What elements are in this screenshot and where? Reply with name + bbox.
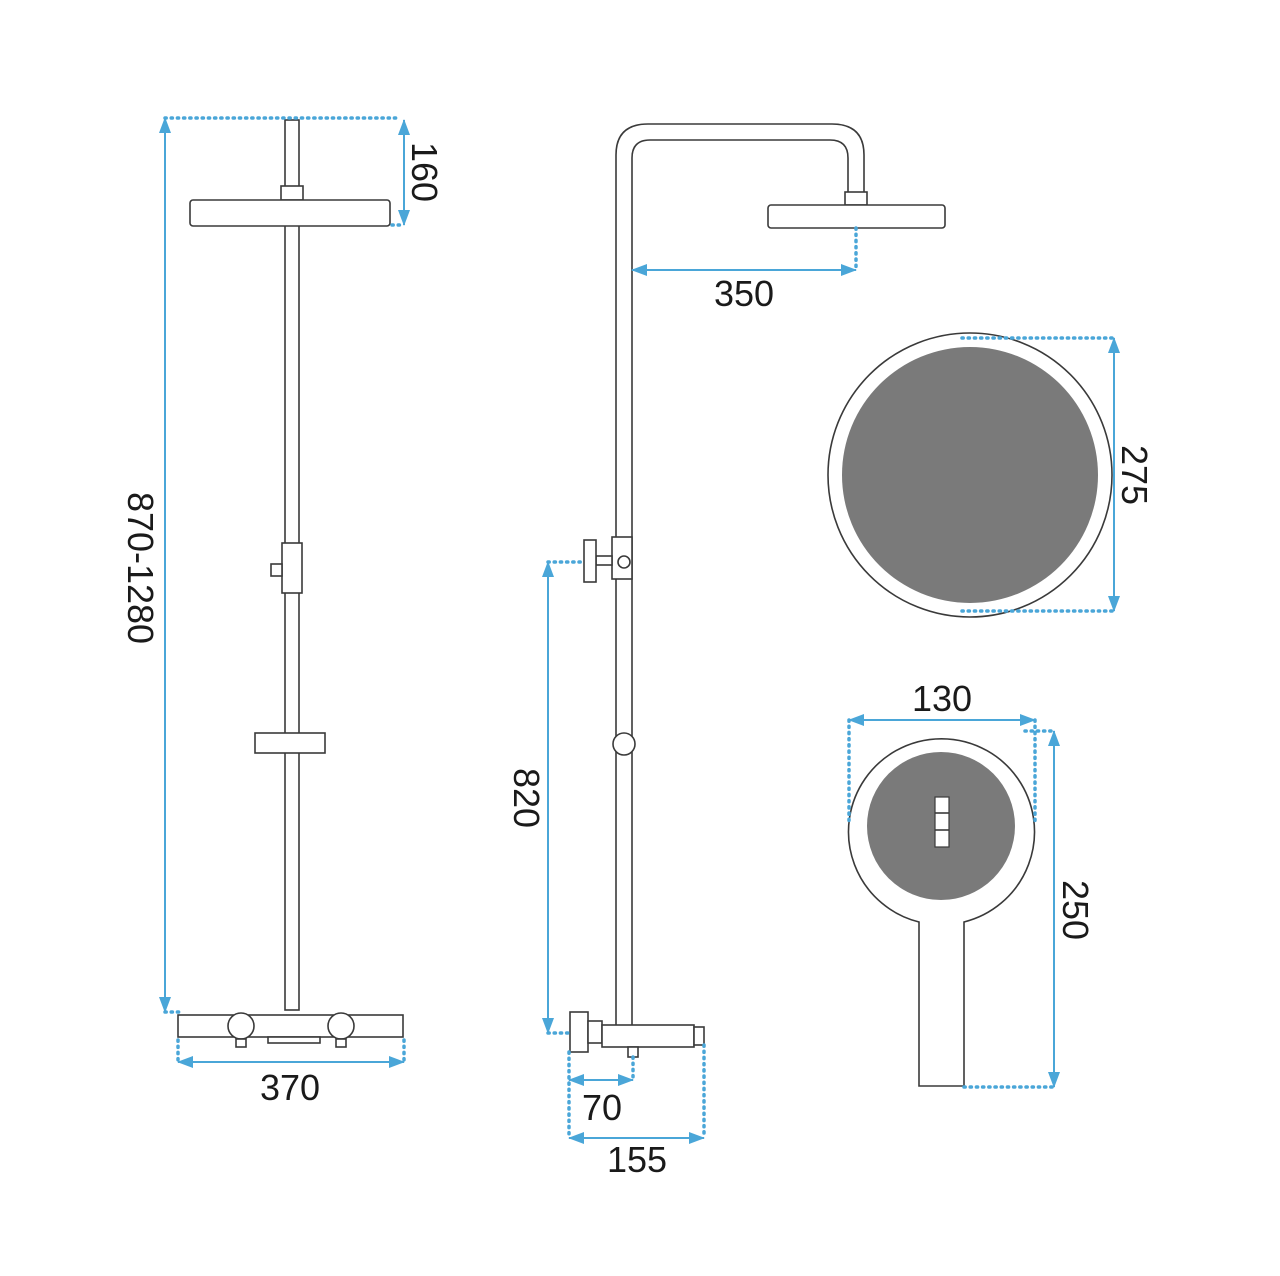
arm-reach-label: 350 bbox=[714, 273, 774, 314]
front-rain-head bbox=[189, 199, 391, 227]
side-mixer-cap bbox=[693, 1026, 705, 1046]
side-view: 350 820 70 155 bbox=[506, 123, 946, 1180]
side-wall-flange bbox=[569, 1011, 589, 1053]
front-mixer-body bbox=[177, 1014, 404, 1038]
rain-head-nozzles bbox=[842, 347, 1098, 603]
mixer-width-label: 370 bbox=[260, 1067, 320, 1108]
side-mixer-body bbox=[601, 1024, 695, 1048]
front-head-connector bbox=[280, 185, 304, 201]
mixer-depth-label: 70 bbox=[582, 1087, 622, 1128]
hand-shower-view: 130 250 bbox=[847, 678, 1096, 1089]
side-wall-connector bbox=[587, 1020, 603, 1044]
head-drop-label: 160 bbox=[404, 142, 445, 202]
side-clamp-knob bbox=[617, 555, 631, 569]
side-head-connector bbox=[844, 191, 868, 206]
front-left-inlet bbox=[235, 1038, 247, 1048]
mixer-holder-label: 820 bbox=[506, 768, 547, 828]
rain-diameter-label: 275 bbox=[1114, 445, 1155, 505]
hand-center-strip bbox=[934, 796, 950, 848]
side-holder-bracket bbox=[583, 539, 597, 583]
front-hand-holder bbox=[254, 732, 326, 754]
side-pipe-inner bbox=[631, 139, 849, 1025]
side-slider bbox=[612, 732, 636, 756]
front-right-knob bbox=[327, 1012, 355, 1040]
side-clamp-arm bbox=[595, 555, 613, 566]
front-view: 870-1280 160 370 bbox=[120, 116, 445, 1108]
front-right-inlet bbox=[335, 1038, 347, 1048]
total-height-label: 870-1280 bbox=[120, 492, 161, 644]
front-mixer-outlet bbox=[267, 1036, 321, 1044]
front-left-knob bbox=[227, 1012, 255, 1040]
hand-width-label: 130 bbox=[912, 678, 972, 719]
hand-length-label: 250 bbox=[1055, 880, 1096, 940]
front-clamp-screw bbox=[270, 563, 283, 577]
side-rain-head bbox=[767, 204, 946, 229]
outlet-depth-label: 155 bbox=[607, 1139, 667, 1180]
front-height-clamp bbox=[281, 542, 303, 594]
side-pipe-outer bbox=[615, 123, 865, 1025]
rain-head-view: 275 bbox=[827, 332, 1155, 618]
